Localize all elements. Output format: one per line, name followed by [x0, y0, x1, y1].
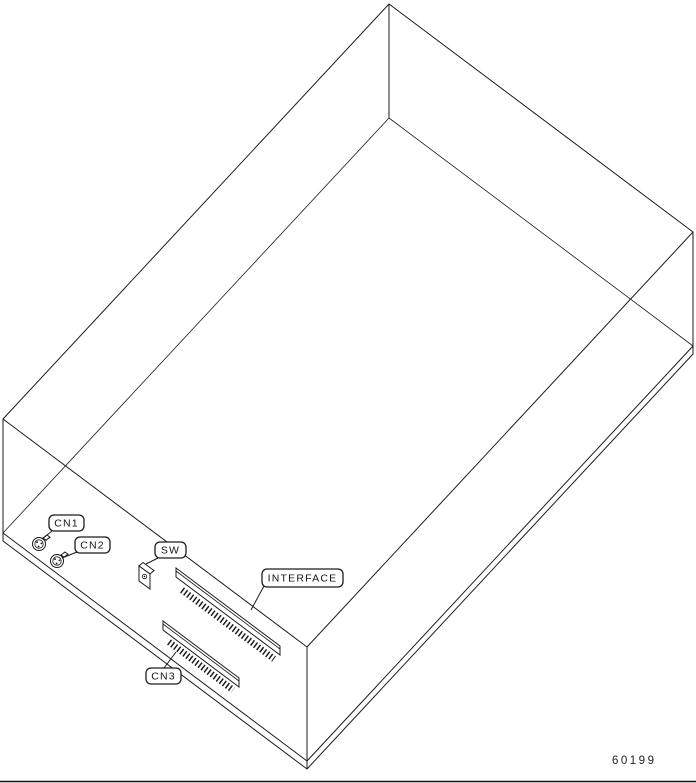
bottom-rim-inner — [2, 345, 694, 762]
cn3-label: CN3 — [151, 671, 176, 683]
cn3-leader-line — [163, 651, 177, 669]
cn1-leader-line — [41, 530, 53, 540]
enclosure-wireframe — [2, 3, 694, 770]
cn3-label-box — [145, 667, 182, 685]
interface-connector — [175, 567, 281, 662]
cn2-connector — [50, 551, 69, 568]
interface-pin-row — [180, 587, 276, 662]
callout-interface: INTERFACE — [250, 568, 344, 611]
sw-label: SW — [161, 545, 180, 557]
callout-sw: SW — [145, 541, 187, 565]
interface-body-ridge — [175, 570, 281, 650]
sw-leader-line — [145, 557, 159, 565]
cn2-leader-line — [61, 551, 78, 559]
vertical-edges — [2, 3, 694, 770]
switch-front-face — [138, 565, 151, 590]
callout-cn3: CN3 — [145, 651, 182, 685]
figure-number: 60199 — [612, 755, 656, 767]
cn1-inner-ring — [34, 539, 44, 549]
sw-label-box — [154, 541, 187, 559]
cn2-mount-tab — [60, 551, 69, 558]
hidden-bottom-edges — [2, 117, 694, 534]
cn1-label-box — [48, 514, 85, 532]
cn2-label: CN2 — [80, 540, 105, 552]
interface-label-box — [261, 568, 344, 588]
bottom-rim-outer — [2, 353, 694, 770]
callout-cn1: CN1 — [41, 514, 85, 540]
interface-body — [175, 567, 281, 656]
switch-component — [138, 561, 155, 590]
interface-leader-line — [250, 585, 265, 611]
cn1-connector — [32, 534, 51, 551]
cn3-body-ridge — [162, 623, 240, 682]
cn3-body — [162, 620, 240, 688]
cn2-label-box — [74, 536, 111, 554]
interface-label: INTERFACE — [268, 573, 338, 585]
cn1-label: CN1 — [54, 518, 79, 530]
callout-cn2: CN2 — [61, 536, 111, 559]
top-face-edges — [2, 3, 694, 648]
cn2-inner-ring — [52, 556, 62, 566]
switch-knob — [141, 573, 148, 580]
cn3-connector — [162, 620, 240, 693]
